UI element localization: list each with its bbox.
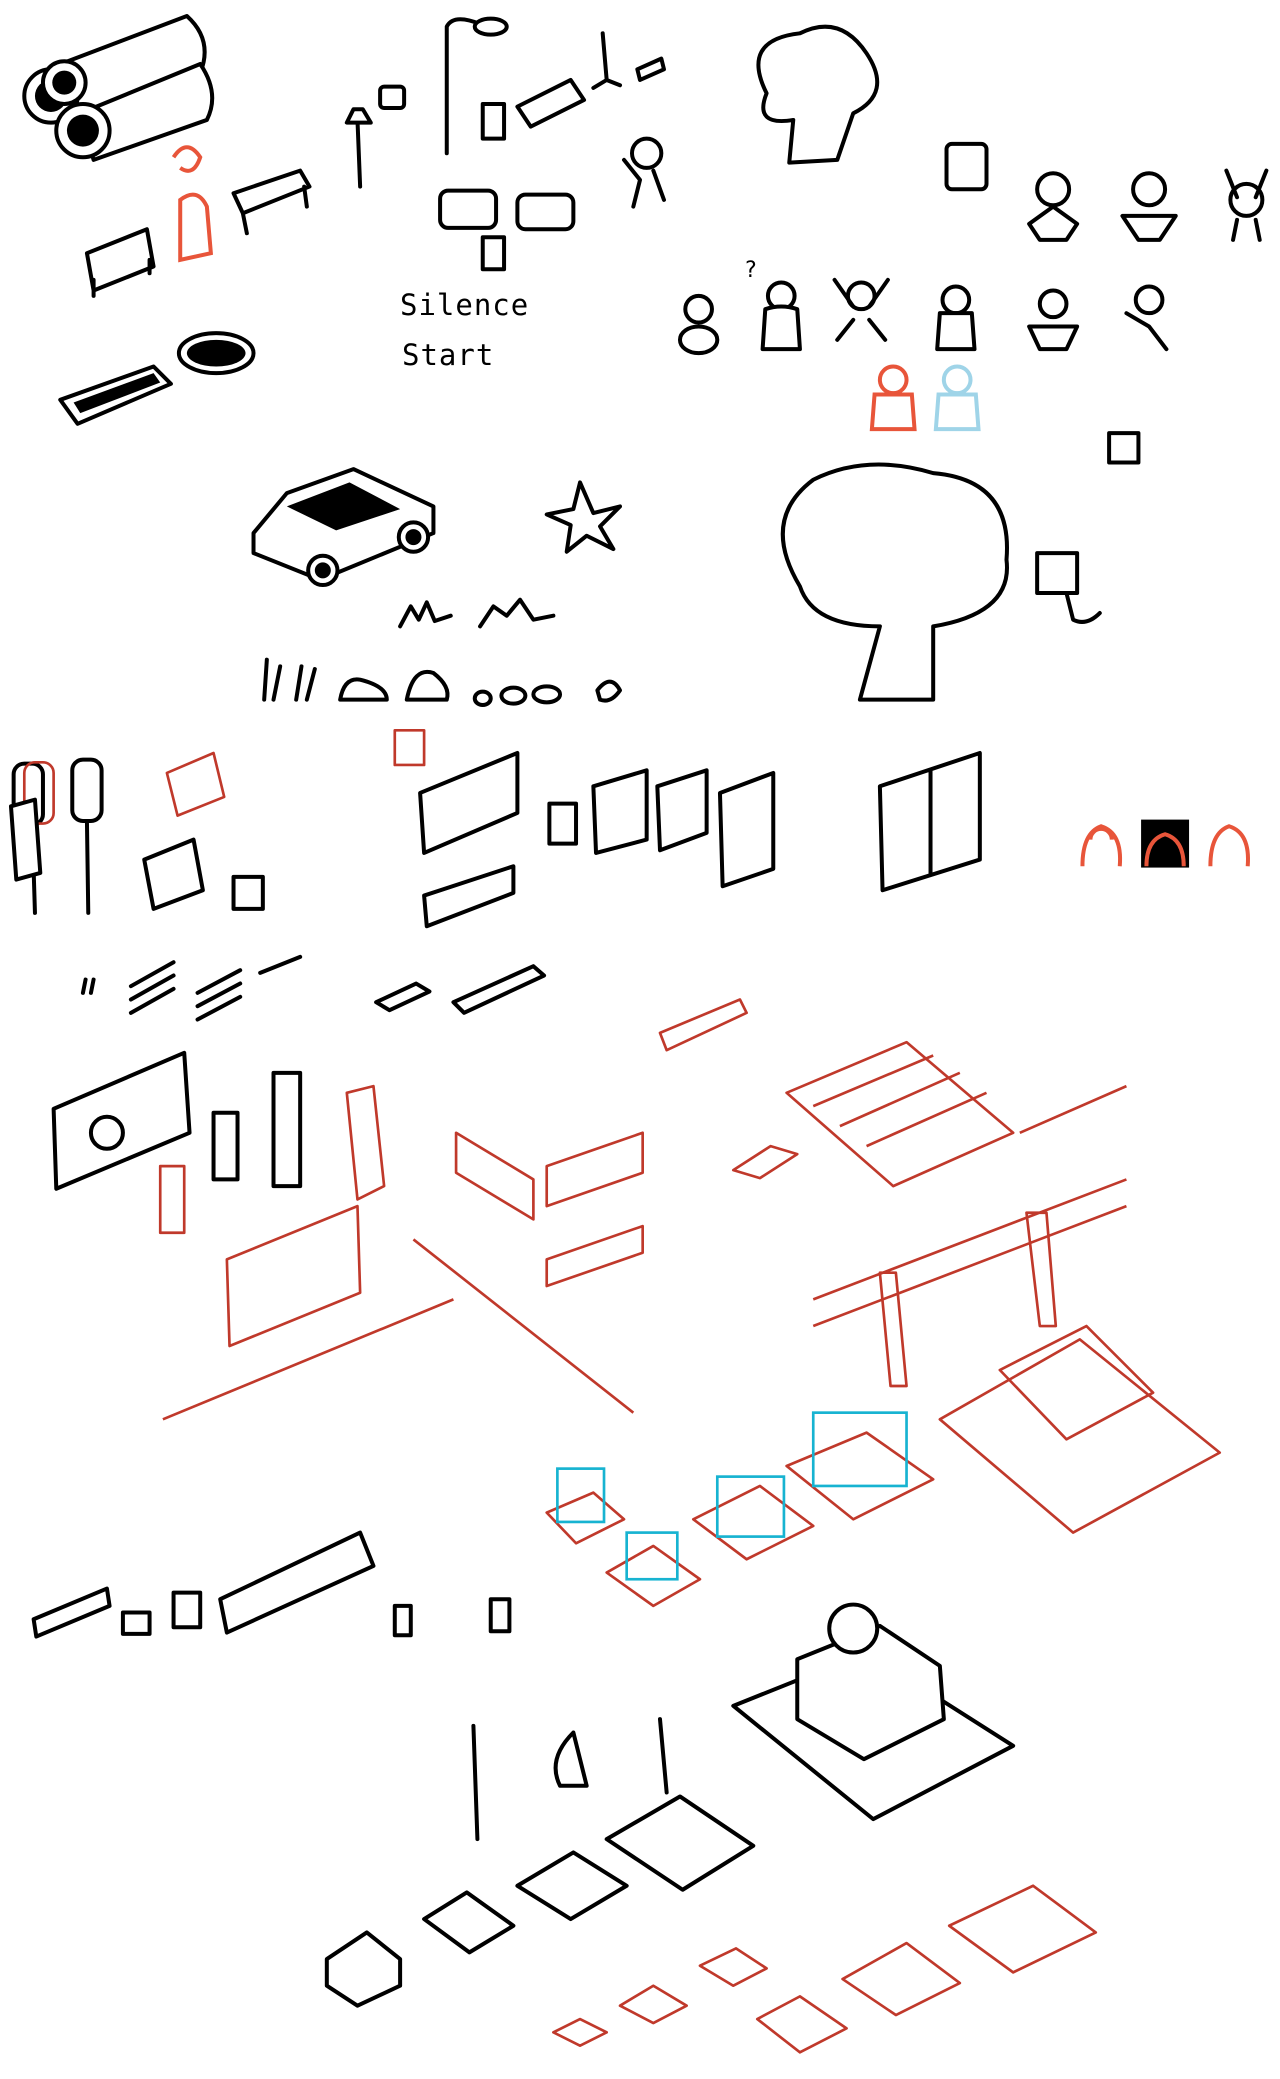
mic-stand-sprite bbox=[591, 31, 666, 90]
music-speech-bubbles bbox=[378, 84, 576, 272]
frames-doors-sprites bbox=[418, 750, 982, 929]
cyan-box-sprites bbox=[545, 1411, 935, 1608]
bench-sprite bbox=[84, 168, 312, 298]
silence-label: Silence bbox=[400, 288, 530, 322]
plants-rocks-sprites bbox=[262, 597, 623, 707]
bag-speaker-sprite bbox=[944, 141, 989, 192]
railings-sprites bbox=[80, 954, 547, 1022]
red-floor-tiles bbox=[552, 1884, 1098, 2054]
tree-large-sprite bbox=[780, 462, 1010, 702]
start-label: Start bbox=[402, 338, 495, 372]
people-sprites bbox=[622, 136, 1269, 432]
traffic-lights-sprite bbox=[8, 757, 104, 915]
trash-bin-sprite bbox=[1107, 431, 1141, 465]
car-sprite bbox=[251, 467, 436, 588]
tree-small-sprite bbox=[756, 24, 880, 165]
pipes-sprite bbox=[22, 13, 215, 162]
star-burst-sprite bbox=[544, 480, 623, 554]
chair-orange-sprite bbox=[171, 145, 214, 263]
player-avatar-sprites bbox=[1080, 819, 1250, 868]
street-lamp-sprite bbox=[344, 16, 587, 189]
ac-unit-sprites bbox=[142, 728, 426, 911]
red-outline-blocks bbox=[162, 998, 1222, 1534]
billboard-sprite bbox=[51, 1050, 303, 1235]
hydrant-sprite bbox=[1035, 551, 1102, 624]
bottom-props-sprites bbox=[31, 1530, 512, 1639]
statue-plinths-sprites bbox=[324, 1602, 1016, 2008]
question-mark-label: ? bbox=[744, 258, 759, 283]
